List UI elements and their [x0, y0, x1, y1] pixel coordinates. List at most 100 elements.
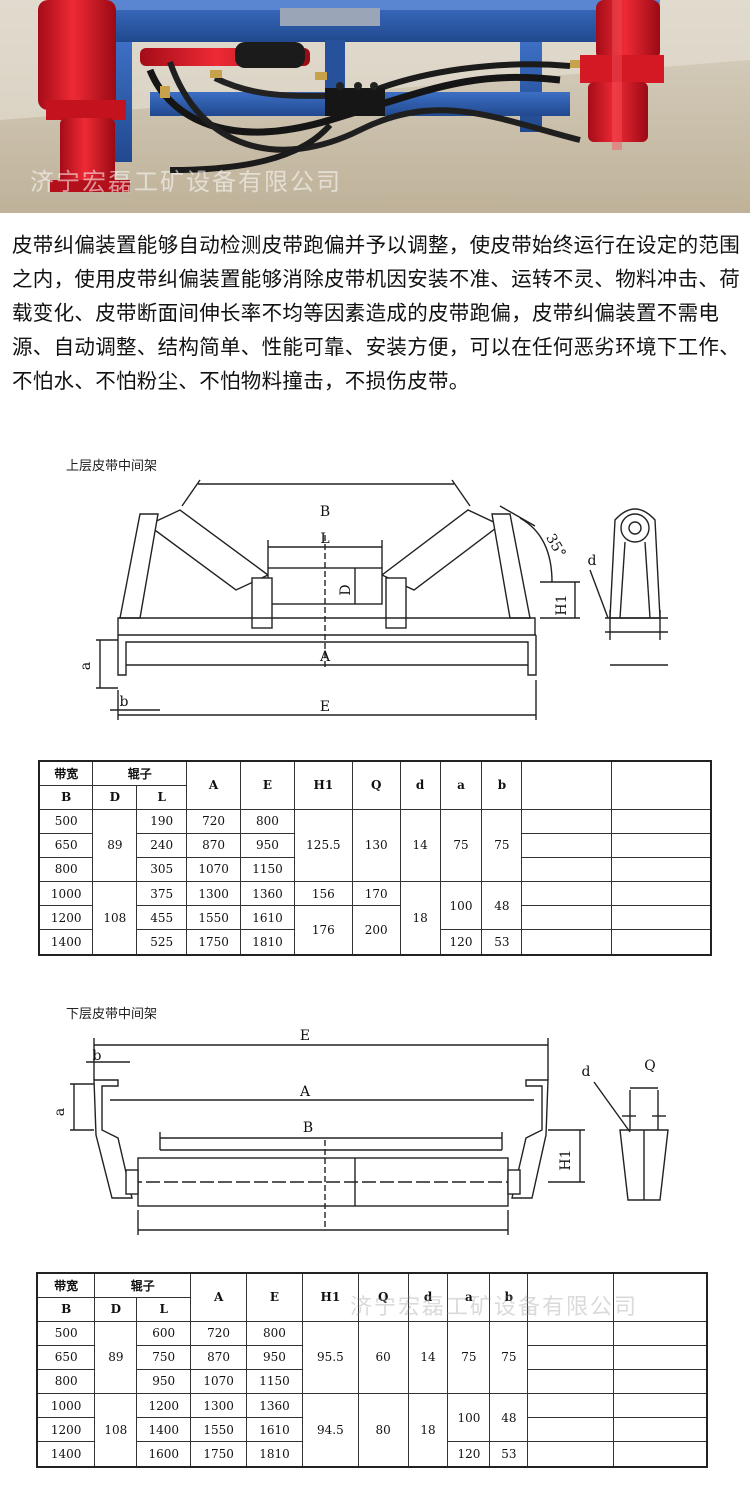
cell-blank — [521, 808, 612, 834]
cell-L: 600 — [136, 1320, 192, 1346]
cell-E: 1610 — [246, 1417, 303, 1443]
header-Q: Q — [357, 1272, 409, 1322]
header-E: E — [246, 1272, 303, 1322]
header-b: b — [489, 1272, 529, 1322]
cell-L: 1600 — [136, 1441, 192, 1468]
cell-E: 1360 — [240, 881, 295, 907]
cell-D: 108 — [94, 1393, 138, 1468]
header-band-width: 带宽 — [36, 1272, 96, 1298]
cell-B: 800 — [38, 856, 94, 883]
cell-Q: 170 — [351, 881, 401, 907]
cell-D: 108 — [92, 881, 138, 956]
cell-blank — [521, 881, 612, 907]
cell-blank — [610, 832, 712, 858]
cell-A: 1300 — [186, 881, 242, 907]
header-B: B — [38, 784, 94, 810]
cell-L: 375 — [136, 881, 188, 907]
cell-Q: 80 — [357, 1393, 409, 1468]
cell-H1: 95.5 — [301, 1320, 359, 1395]
cell-blank — [610, 929, 712, 956]
cell-blank — [527, 1417, 614, 1443]
cell-blank — [527, 1320, 614, 1346]
cell-L: 190 — [136, 808, 188, 834]
cell-B: 1000 — [38, 881, 94, 907]
lower-dim-a: a — [52, 1108, 68, 1116]
header-blank — [610, 760, 712, 810]
cell-blank — [610, 905, 712, 931]
header-band-width: 带宽 — [38, 760, 94, 786]
header-D: D — [92, 784, 138, 810]
upper-dim-A: A — [319, 649, 331, 665]
cell-A: 1070 — [190, 1368, 248, 1395]
upper-idler-frame-drawing: B L D A E a b H1 35° d — [78, 479, 668, 720]
upper-dim-b: b — [120, 694, 129, 710]
cell-blank — [610, 856, 712, 883]
upper-dim-B: B — [320, 504, 330, 520]
cell-blank — [527, 1344, 614, 1370]
cell-B: 1200 — [36, 1417, 96, 1443]
cell-Q: 130 — [351, 808, 401, 883]
header-d: d — [399, 760, 441, 810]
upper-dim-a: a — [78, 662, 94, 670]
header-b: b — [481, 760, 523, 810]
cell-E: 800 — [240, 808, 295, 834]
cell-a: 120 — [447, 1441, 491, 1468]
header-B: B — [36, 1296, 96, 1322]
cell-blank — [521, 856, 612, 883]
cell-L: 950 — [136, 1368, 192, 1395]
cell-B: 1200 — [38, 905, 94, 931]
cell-B: 650 — [36, 1344, 96, 1370]
header-blank — [521, 760, 612, 810]
header-H1: H1 — [301, 1272, 359, 1322]
lower-dim-Q: Q — [644, 1058, 655, 1074]
upper-dim-H1: H1 — [554, 594, 570, 615]
cell-B: 1400 — [38, 929, 94, 956]
cell-E: 1360 — [246, 1393, 303, 1419]
cell-H1: 156 — [293, 881, 353, 907]
cell-blank — [527, 1368, 614, 1395]
cell-D: 89 — [94, 1320, 138, 1395]
cell-b: 48 — [489, 1393, 529, 1443]
cell-E: 1610 — [240, 905, 295, 931]
cell-blank — [521, 929, 612, 956]
cell-d: 18 — [399, 881, 441, 956]
belt-deviation-device-photo — [0, 0, 750, 213]
cell-B: 650 — [38, 832, 94, 858]
product-photo: 济宁宏磊工矿设备有限公司 — [0, 0, 750, 213]
cell-a: 75 — [447, 1320, 491, 1395]
lower-dim-A: A — [299, 1084, 311, 1100]
cell-B: 1000 — [36, 1393, 96, 1419]
cell-L: 455 — [136, 905, 188, 931]
header-Q: Q — [351, 760, 401, 810]
header-L: L — [136, 1296, 192, 1322]
cell-E: 1150 — [240, 856, 295, 883]
cell-B: 500 — [38, 808, 94, 834]
cell-E: 1810 — [246, 1441, 303, 1468]
cell-B: 500 — [36, 1320, 96, 1346]
header-a: a — [439, 760, 483, 810]
cell-blank — [521, 905, 612, 931]
cell-E: 1150 — [246, 1368, 303, 1395]
photo-watermark: 济宁宏磊工矿设备有限公司 — [30, 168, 342, 196]
cell-H1: 176 — [293, 905, 353, 956]
cell-d: 14 — [407, 1320, 449, 1395]
upper-drawing-title: 上层皮带中间架 — [66, 459, 158, 474]
lower-drawing-title: 下层皮带中间架 — [66, 1007, 158, 1022]
header-a: a — [447, 1272, 491, 1322]
cell-b: 53 — [489, 1441, 529, 1468]
cell-blank — [527, 1393, 614, 1419]
cell-E: 950 — [240, 832, 295, 858]
cell-blank — [612, 1417, 708, 1443]
header-L: L — [136, 784, 188, 810]
cell-L: 240 — [136, 832, 188, 858]
cell-B: 1400 — [36, 1441, 96, 1468]
header-blank — [527, 1272, 614, 1322]
cell-a: 100 — [447, 1393, 491, 1443]
header-D: D — [94, 1296, 138, 1322]
cell-E: 800 — [246, 1320, 303, 1346]
cell-A: 870 — [190, 1344, 248, 1370]
cell-blank — [527, 1441, 614, 1468]
table-watermark: 济宁宏磊工矿设备有限公司 — [350, 1295, 639, 1320]
cell-blank — [612, 1344, 708, 1370]
header-roller: 辊子 — [94, 1272, 192, 1298]
